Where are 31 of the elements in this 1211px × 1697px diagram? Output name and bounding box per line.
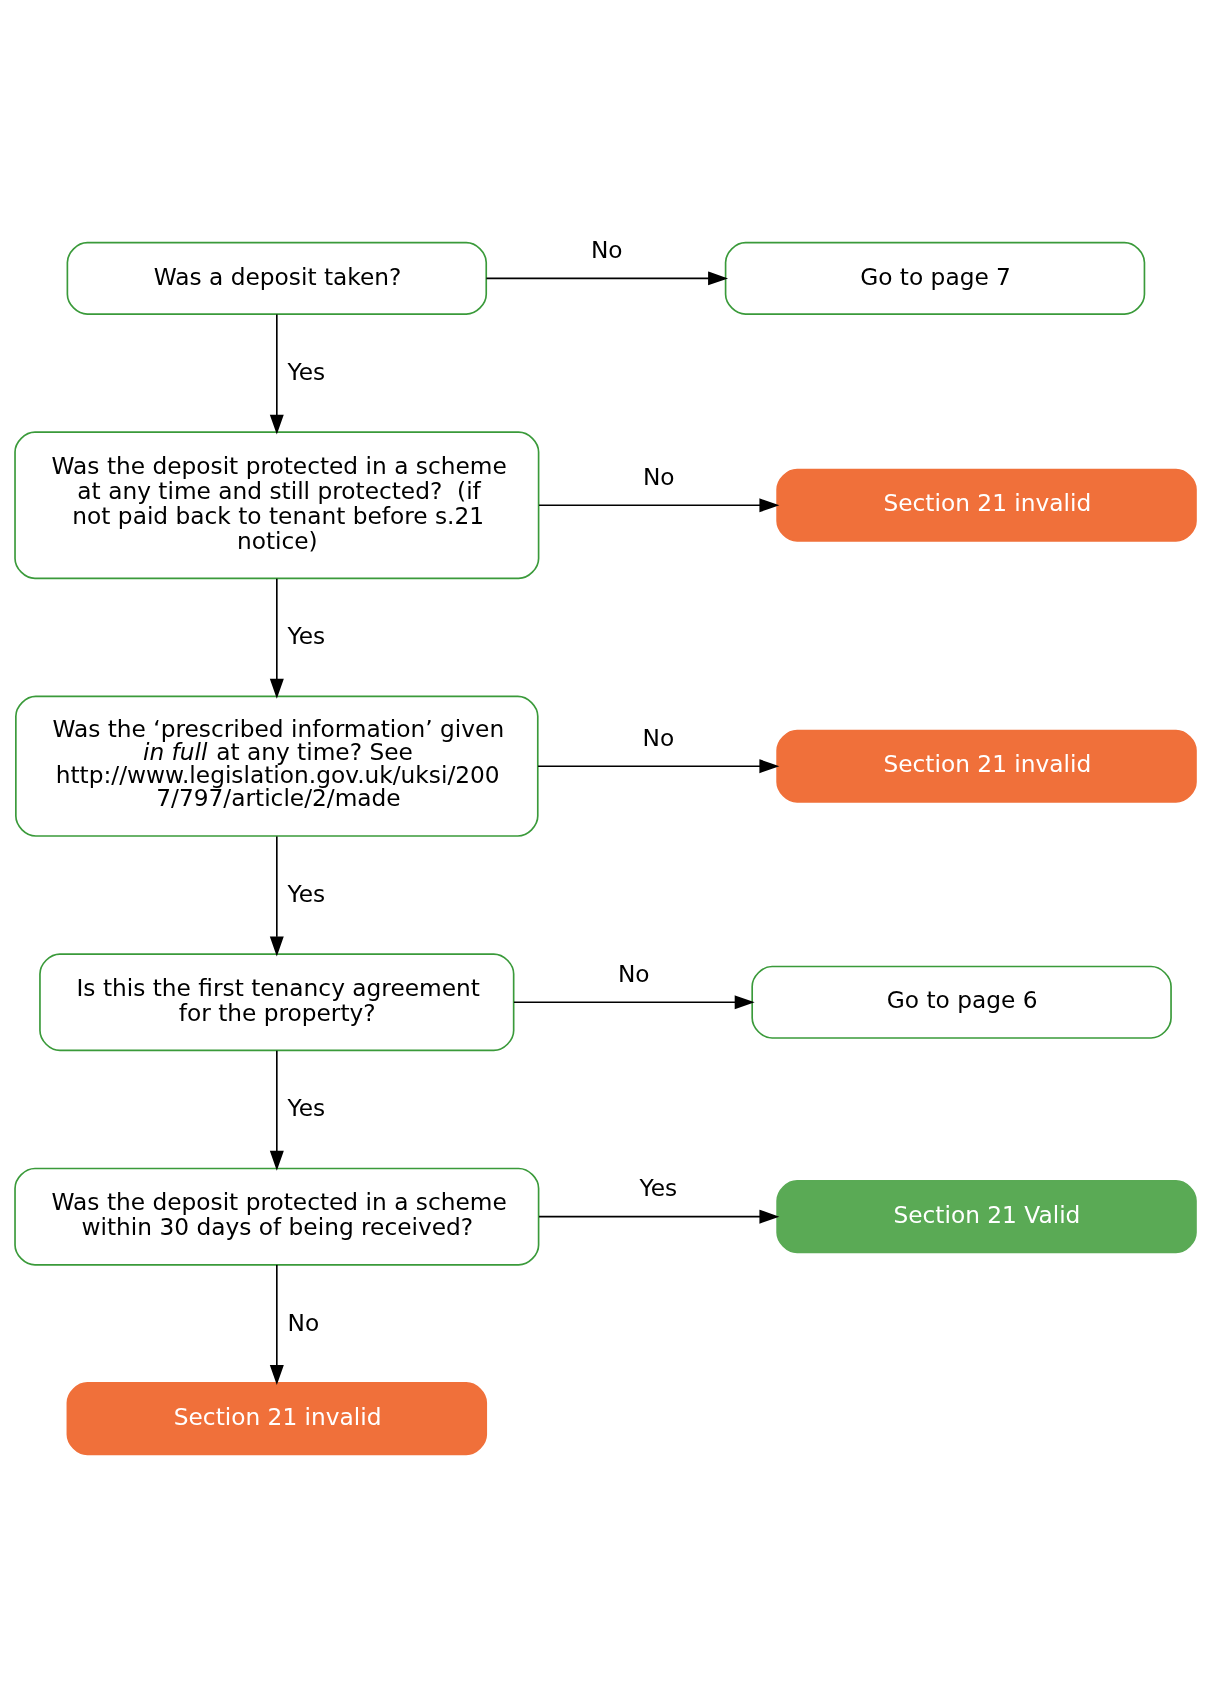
node-box: Section 21 invalid <box>776 468 1197 542</box>
edge-label: No <box>617 959 650 987</box>
arrow <box>538 498 780 513</box>
arrow <box>538 1209 780 1224</box>
edge-label: No <box>287 1308 320 1336</box>
edge-label: Yes <box>287 622 326 650</box>
edge-label: No <box>642 462 675 490</box>
node-box: Go to page 6 <box>751 965 1172 1039</box>
arrow <box>269 1264 284 1385</box>
arrow <box>537 759 780 774</box>
node-box: Section 21 invalid <box>66 1382 488 1456</box>
node-box: Section 21 Valid <box>776 1180 1197 1254</box>
edge-label: No <box>642 723 675 751</box>
edge-label: Yes <box>287 880 326 908</box>
edge-label: No <box>590 235 623 263</box>
node-box: Is this the first tenancy agreement for the property? <box>39 953 515 1052</box>
arrow <box>485 271 729 286</box>
node-box: Was the deposit protected in a scheme at any time and still protected? (if not paid back to tenant before s.21 notice) <box>14 431 540 580</box>
node-box: Was the ‘prescribed information’ given in full at any time? See http://www.legislation.gov.uk/uksi/2007/797/article/2/made <box>15 695 539 837</box>
arrow <box>269 313 284 435</box>
node-box: Was a deposit taken? <box>66 241 488 315</box>
edge-label: Yes <box>287 1094 326 1122</box>
edge-label: Yes <box>287 358 326 386</box>
node-box: Was the deposit protected in a scheme within 30 days of being received? <box>14 1167 540 1266</box>
node-box: Section 21 invalid <box>776 729 1197 803</box>
node-box: Go to page 7 <box>724 241 1146 315</box>
arrow <box>269 577 284 699</box>
edge-label: Yes <box>639 1174 678 1202</box>
arrow <box>269 835 284 957</box>
arrow <box>513 995 755 1010</box>
arrow <box>269 1049 284 1171</box>
